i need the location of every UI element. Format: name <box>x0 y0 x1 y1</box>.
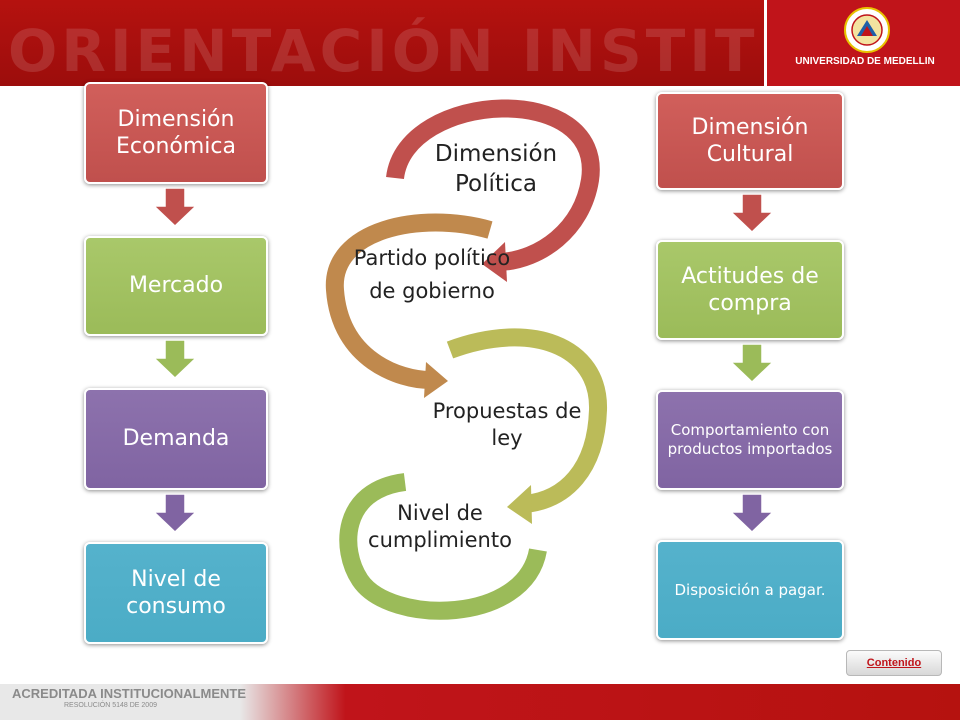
arrow-down-icon <box>152 340 198 380</box>
cycle-label-partido-politico: Partido político de gobierno <box>353 246 511 303</box>
university-seal-icon <box>844 7 890 53</box>
box-dimension-economica: Dimensión Económica <box>84 82 268 184</box>
cycle-arrow-1 <box>386 99 600 271</box>
box-disposicion-a-pagar: Disposición a pagar. <box>656 540 844 640</box>
cycle-arrowhead-2 <box>424 362 448 398</box>
arrow-down-icon <box>729 194 775 234</box>
cycle-label-nivel-de-cumplimiento: Nivel de cumplimiento <box>368 501 512 553</box>
box-mercado: Mercado <box>84 236 268 336</box>
cycle-arrowhead-3 <box>507 485 532 524</box>
box-comportamiento: Comportamiento con productos importados <box>656 390 844 490</box>
cycle-arrowhead-1 <box>482 242 507 282</box>
university-logo: UNIVERSIDAD DE MEDELLIN <box>764 0 960 86</box>
contenido-button[interactable]: Contenido <box>846 650 942 676</box>
arrow-down-icon <box>729 494 775 534</box>
footer-band: ACREDITADA INSTITUCIONALMENTE RESOLUCIÓN… <box>0 684 960 720</box>
cycle-diagram <box>325 99 608 620</box>
arrow-down-icon <box>152 494 198 534</box>
box-dimension-cultural: Dimensión Cultural <box>656 92 844 190</box>
arrow-down-icon <box>729 344 775 384</box>
box-nivel-de-consumo: Nivel de consumo <box>84 542 268 644</box>
cycle-arrow-4 <box>339 473 547 620</box>
cycle-arrow-3 <box>446 328 608 513</box>
footer-title: ACREDITADA INSTITUCIONALMENTE <box>12 686 246 701</box>
logo-text: UNIVERSIDAD DE MEDELLIN <box>795 56 935 67</box>
cycle-arrow-2 <box>325 213 493 389</box>
cycle-label-propuestas-de-ley: Propuestas de ley <box>432 399 582 451</box>
box-demanda: Demanda <box>84 388 268 490</box>
arrow-down-icon <box>152 188 198 228</box>
cycle-label-dimension-politica: Dimensión Política <box>434 141 558 197</box>
footer-subtitle: RESOLUCIÓN 5148 DE 2009 <box>64 702 157 709</box>
box-actitudes-de-compra: Actitudes de compra <box>656 240 844 340</box>
